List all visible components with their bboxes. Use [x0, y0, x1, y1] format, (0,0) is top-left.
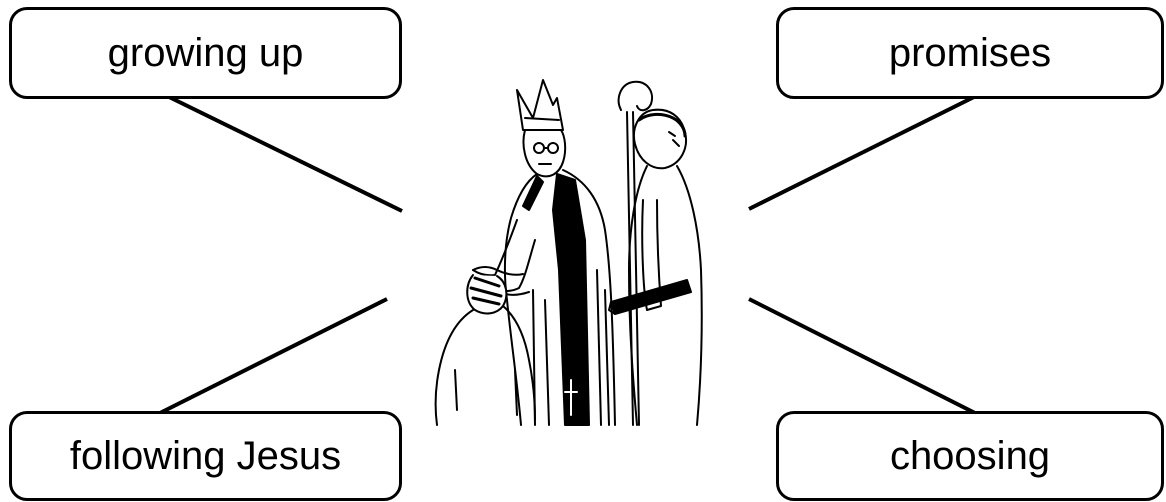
- mitre-icon: [516, 79, 564, 131]
- server-figure: [628, 108, 703, 426]
- bishop-confirmation-illustration: [434, 79, 703, 426]
- node-promises-label: promises: [888, 30, 1052, 75]
- bishop-head: [522, 129, 567, 178]
- crozier-icon: [617, 80, 653, 426]
- node-choosing: choosing: [776, 411, 1164, 501]
- book-icon: [608, 279, 692, 315]
- connector-growing-up: [164, 93, 403, 213]
- node-growing-up-label: growing up: [107, 30, 304, 75]
- node-promises: promises: [776, 7, 1164, 99]
- connector-choosing: [748, 297, 976, 415]
- node-following-jesus-label: following Jesus: [69, 433, 342, 478]
- node-growing-up: growing up: [9, 7, 402, 99]
- connector-following-jesus: [159, 297, 388, 415]
- node-following-jesus: following Jesus: [9, 411, 402, 501]
- candidate-figure: [434, 274, 536, 426]
- connector-promises: [748, 93, 979, 211]
- bishop-robe: [503, 169, 616, 426]
- node-choosing-label: choosing: [889, 433, 1051, 478]
